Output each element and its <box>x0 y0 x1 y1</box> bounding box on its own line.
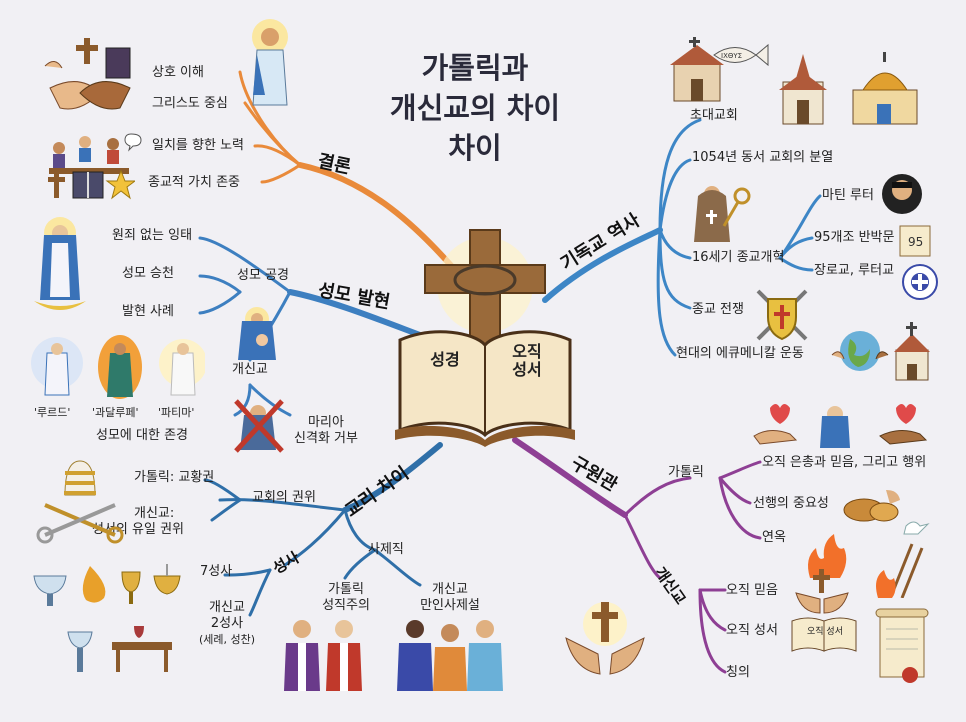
early-church-icon <box>670 37 724 102</box>
theses-scroll-icon: 95 <box>899 225 931 257</box>
conclusion-item-1: 상호 이해 <box>152 65 204 80</box>
sacraments-protestant-1: 개신교 <box>209 600 245 615</box>
ichthys-fish-icon: IXΘYΣ <box>713 43 769 67</box>
center-cross-book-icon <box>395 229 575 447</box>
catholic-priesthood-1: 가톨릭 <box>328 582 364 597</box>
map-title: 가톨릭과 개신교의 차이 차이 <box>330 48 620 168</box>
grace-faith-icons <box>753 404 928 448</box>
reformation-item-3: 장로교, 루터교 <box>814 263 895 278</box>
hands-cross-icon <box>565 602 645 675</box>
sacrament-vessels-icon <box>33 564 181 672</box>
purgatory-icon <box>808 521 930 598</box>
shield-swords-icon <box>756 289 808 341</box>
title-line-1: 가톨릭과 <box>421 51 529 85</box>
small-church-icon <box>894 322 930 381</box>
conclusion-item-4: 종교적 가치 존중 <box>148 175 240 190</box>
people-table-icon <box>49 133 142 174</box>
ichthys-text: IXΘYΣ <box>721 52 742 60</box>
marian-protestant-item-2: 신격화 거부 <box>294 431 358 446</box>
papal-tiara-keys-icon <box>36 460 124 544</box>
handshake-icon <box>44 38 131 110</box>
protestant-priesthood-1: 개신교 <box>432 582 468 597</box>
salvation-protestant-item-3: 칭의 <box>726 665 750 680</box>
monk-key-icon <box>694 186 751 242</box>
marian-item-1: 원죄 없는 잉태 <box>112 228 193 243</box>
salvation-protestant-item-2: 오직 성서 <box>726 623 778 638</box>
protestant-priesthood-2: 만인사제설 <box>420 598 480 613</box>
marian-respect: 성모에 대한 존경 <box>96 428 188 443</box>
luther-rose-icon <box>902 264 938 300</box>
symbols-icon <box>48 169 135 200</box>
apparition-guadalupe: '과달루페' <box>92 406 139 419</box>
history-item-5: 현대의 에큐메니칼 운동 <box>676 346 804 361</box>
reformation-item-2: 95개조 반박문 <box>814 230 895 245</box>
authority-catholic: 가톨릭: 교황권 <box>134 470 215 485</box>
center-right-page-1: 오직 <box>512 342 542 361</box>
marian-protestant-item-1: 마리아 <box>308 415 344 430</box>
theses-badge: 95 <box>908 235 923 249</box>
bread-icon <box>843 490 900 522</box>
open-book-icon <box>791 617 857 652</box>
marian-item-2: 성모 승천 <box>122 266 174 281</box>
martin-luther-icon <box>882 174 922 214</box>
title-line-3: 차이 <box>448 131 502 165</box>
catholic-priesthood-2: 성직주의 <box>322 598 370 613</box>
history-item-3: 16세기 종교개혁 <box>692 250 785 265</box>
salvation-catholic-item-3: 연옥 <box>762 530 786 545</box>
doctrine-authority: 교회의 권위 <box>252 490 316 505</box>
globe-hands-icon <box>831 331 889 371</box>
salvation-catholic-item-1: 오직 은총과 믿음, 그리고 행위 <box>762 455 927 470</box>
dome-church-icon <box>779 52 918 125</box>
madonna-child-icon <box>238 307 276 360</box>
authority-protestant-1: 개신교: <box>134 506 175 521</box>
priests-icon <box>284 620 362 691</box>
salvation-protestant-item-1: 오직 믿음 <box>726 583 778 598</box>
apparition-lourdes: '루르드' <box>34 406 71 419</box>
crossed-mary-icon <box>234 399 284 453</box>
doctrine-priesthood: 사제직 <box>368 542 404 557</box>
title-line-2: 개신교의 차이 <box>389 91 561 125</box>
sacraments-protestant-2: 2성사 <box>210 616 244 631</box>
sacraments-protestant-3: (세례, 성찬) <box>198 633 256 646</box>
apparitions-icon <box>31 335 205 399</box>
center-left-page: 성경 <box>430 350 460 369</box>
marian-catholic-sub: 성모 공경 <box>237 268 289 283</box>
salvation-catholic: 가톨릭 <box>668 465 704 480</box>
marian-protestant-sub: 개신교 <box>232 362 268 377</box>
salvation-catholic-item-2: 선행의 중요성 <box>753 496 829 511</box>
history-item-2: 1054년 동서 교회의 분열 <box>692 150 834 165</box>
mary-icon <box>34 217 86 310</box>
book-label: 오직 성서 <box>807 627 843 637</box>
conclusion-item-2: 그리스도 중심 <box>152 96 228 111</box>
apparition-fatima: '파티마' <box>158 406 195 419</box>
conclusion-item-3: 일치를 향한 노력 <box>152 138 244 153</box>
jesus-icon <box>252 19 288 106</box>
history-item-1: 초대교회 <box>690 108 738 123</box>
sacraments-seven: 7성사 <box>200 564 233 579</box>
scroll-seal-icon <box>875 608 929 683</box>
praying-people-icon <box>397 620 503 691</box>
reformation-item-1: 마틴 루터 <box>822 188 874 203</box>
praying-hands-cross-icon <box>795 569 849 614</box>
history-item-4: 종교 전쟁 <box>692 302 744 317</box>
marian-item-3: 발현 사례 <box>122 304 174 319</box>
center-right-page-2: 성서 <box>512 360 542 379</box>
